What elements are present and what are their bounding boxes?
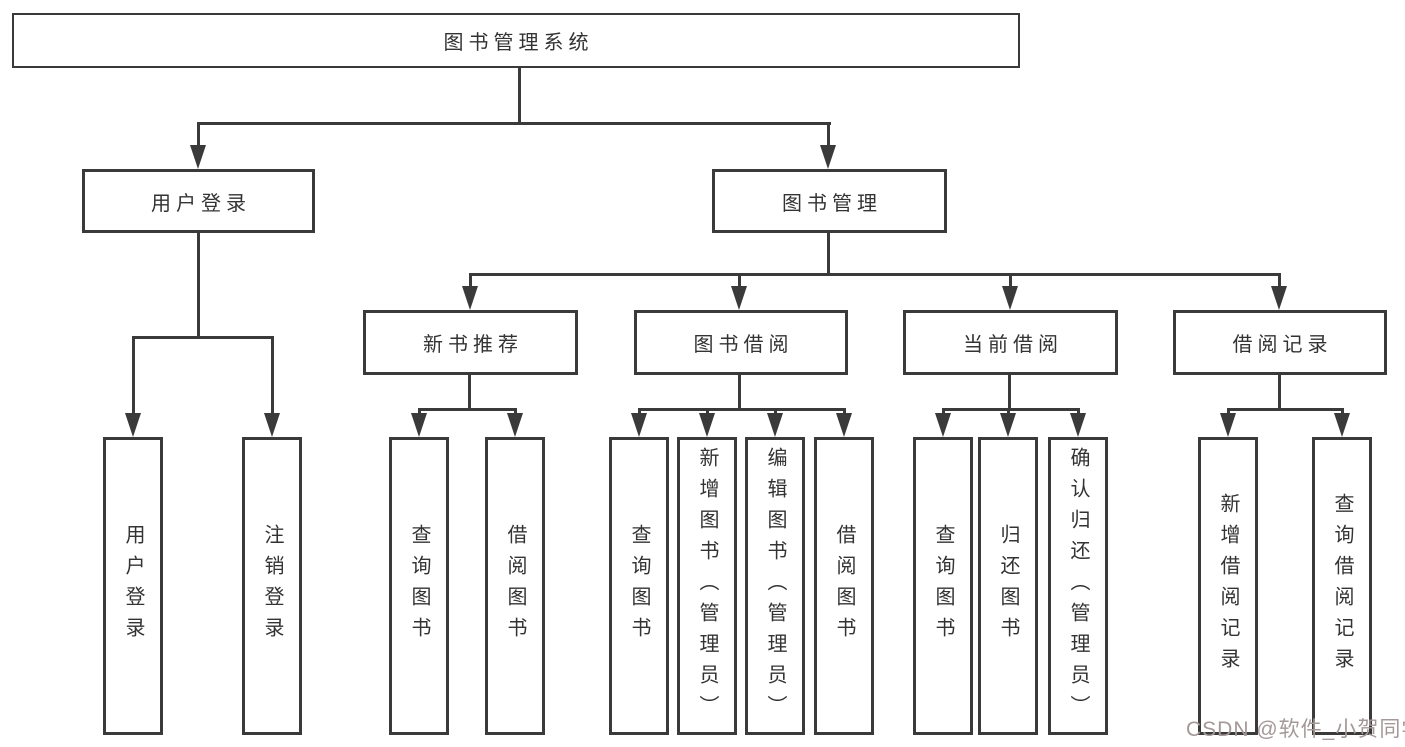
leaf-query-books-current: 查询图书 bbox=[913, 437, 973, 735]
node-current-borrow-label: 当前借阅 bbox=[963, 334, 1063, 356]
leaf-query-borrow-record-label: 查询借阅记录 bbox=[1331, 493, 1353, 679]
connector-arrow bbox=[1271, 273, 1288, 310]
node-book-management-label: 图书管理 bbox=[782, 192, 882, 215]
connector-arrow bbox=[1000, 408, 1017, 437]
node-new-book-recommend: 新书推荐 bbox=[363, 310, 578, 375]
node-root-label: 图书管理系统 bbox=[443, 32, 594, 54]
connector-vline bbox=[468, 375, 471, 408]
connector-arrow bbox=[731, 273, 748, 310]
connector-hline bbox=[943, 408, 1078, 411]
connector-vline bbox=[738, 375, 741, 408]
leaf-add-book-admin: 新增图书（管理员） bbox=[677, 437, 737, 735]
leaf-query-books-recommend-label: 查询图书 bbox=[408, 524, 430, 648]
connector-arrow bbox=[836, 408, 853, 437]
leaf-confirm-return-admin-label: 确认归还（管理员） bbox=[1067, 446, 1089, 726]
leaf-add-book-admin-label: 新增图书（管理员） bbox=[696, 446, 718, 726]
connector-arrow bbox=[190, 122, 207, 169]
connector-arrow bbox=[462, 273, 479, 310]
leaf-user-login-label: 用户登录 bbox=[122, 524, 144, 648]
connector-arrow bbox=[507, 408, 524, 437]
node-book-borrow-label: 图书借阅 bbox=[693, 334, 794, 356]
node-user-login-label: 用户登录 bbox=[151, 192, 251, 215]
connector-hline bbox=[469, 273, 1281, 276]
leaf-query-books-recommend: 查询图书 bbox=[389, 437, 449, 735]
leaf-edit-book-admin: 编辑图书（管理员） bbox=[745, 437, 805, 735]
connector-arrow bbox=[264, 336, 281, 437]
leaf-user-login: 用户登录 bbox=[103, 437, 163, 735]
connector-hline bbox=[639, 408, 844, 411]
connector-vline bbox=[1008, 375, 1011, 408]
watermark: CSDN @软件_小贺同学 bbox=[1186, 718, 1405, 741]
connector-vline bbox=[1278, 375, 1281, 408]
node-book-management: 图书管理 bbox=[712, 169, 947, 233]
connector-vline bbox=[827, 233, 830, 273]
leaf-logout: 注销登录 bbox=[242, 437, 302, 735]
connector-arrow bbox=[1220, 408, 1237, 437]
connector-hline bbox=[1228, 408, 1342, 411]
leaf-edit-book-admin-label: 编辑图书（管理员） bbox=[764, 446, 786, 726]
leaf-confirm-return-admin: 确认归还（管理员） bbox=[1048, 437, 1108, 735]
connector-arrow bbox=[411, 408, 428, 437]
node-root: 图书管理系统 bbox=[12, 13, 1020, 68]
connector-hline bbox=[419, 408, 515, 411]
leaf-return-book: 归还图书 bbox=[978, 437, 1038, 735]
connector-arrow bbox=[699, 408, 716, 437]
leaf-query-borrow-record: 查询借阅记录 bbox=[1312, 437, 1372, 735]
node-current-borrow: 当前借阅 bbox=[903, 310, 1118, 375]
connector-hline bbox=[132, 336, 274, 339]
connector-vline bbox=[518, 68, 521, 122]
connector-arrow bbox=[935, 408, 952, 437]
node-book-borrow: 图书借阅 bbox=[634, 310, 848, 375]
connector-hline bbox=[197, 122, 831, 125]
leaf-add-borrow-record: 新增借阅记录 bbox=[1198, 437, 1258, 735]
leaf-logout-label: 注销登录 bbox=[261, 524, 283, 648]
leaf-borrow-books-borrow-label: 借阅图书 bbox=[833, 524, 855, 648]
leaf-return-book-label: 归还图书 bbox=[997, 524, 1019, 648]
connector-arrow bbox=[125, 336, 142, 437]
leaf-borrow-books-recommend-label: 借阅图书 bbox=[504, 524, 526, 648]
leaf-borrow-books-borrow: 借阅图书 bbox=[814, 437, 874, 735]
node-new-book-recommend-label: 新书推荐 bbox=[423, 334, 523, 356]
node-borrow-records: 借阅记录 bbox=[1173, 310, 1387, 375]
node-user-login: 用户登录 bbox=[82, 169, 315, 233]
connector-arrow bbox=[631, 408, 648, 437]
leaf-borrow-books-recommend: 借阅图书 bbox=[485, 437, 545, 735]
leaf-query-books-borrow-label: 查询图书 bbox=[628, 524, 650, 648]
connector-arrow bbox=[767, 408, 784, 437]
connector-arrow bbox=[1002, 273, 1019, 310]
connector-arrow bbox=[1070, 408, 1087, 437]
leaf-add-borrow-record-label: 新增借阅记录 bbox=[1217, 493, 1239, 679]
connector-arrow bbox=[1334, 408, 1351, 437]
connector-arrow bbox=[820, 122, 837, 169]
leaf-query-books-borrow: 查询图书 bbox=[609, 437, 669, 735]
connector-vline bbox=[197, 233, 200, 336]
node-borrow-records-label: 借阅记录 bbox=[1232, 334, 1333, 356]
leaf-query-books-current-label: 查询图书 bbox=[932, 524, 954, 648]
